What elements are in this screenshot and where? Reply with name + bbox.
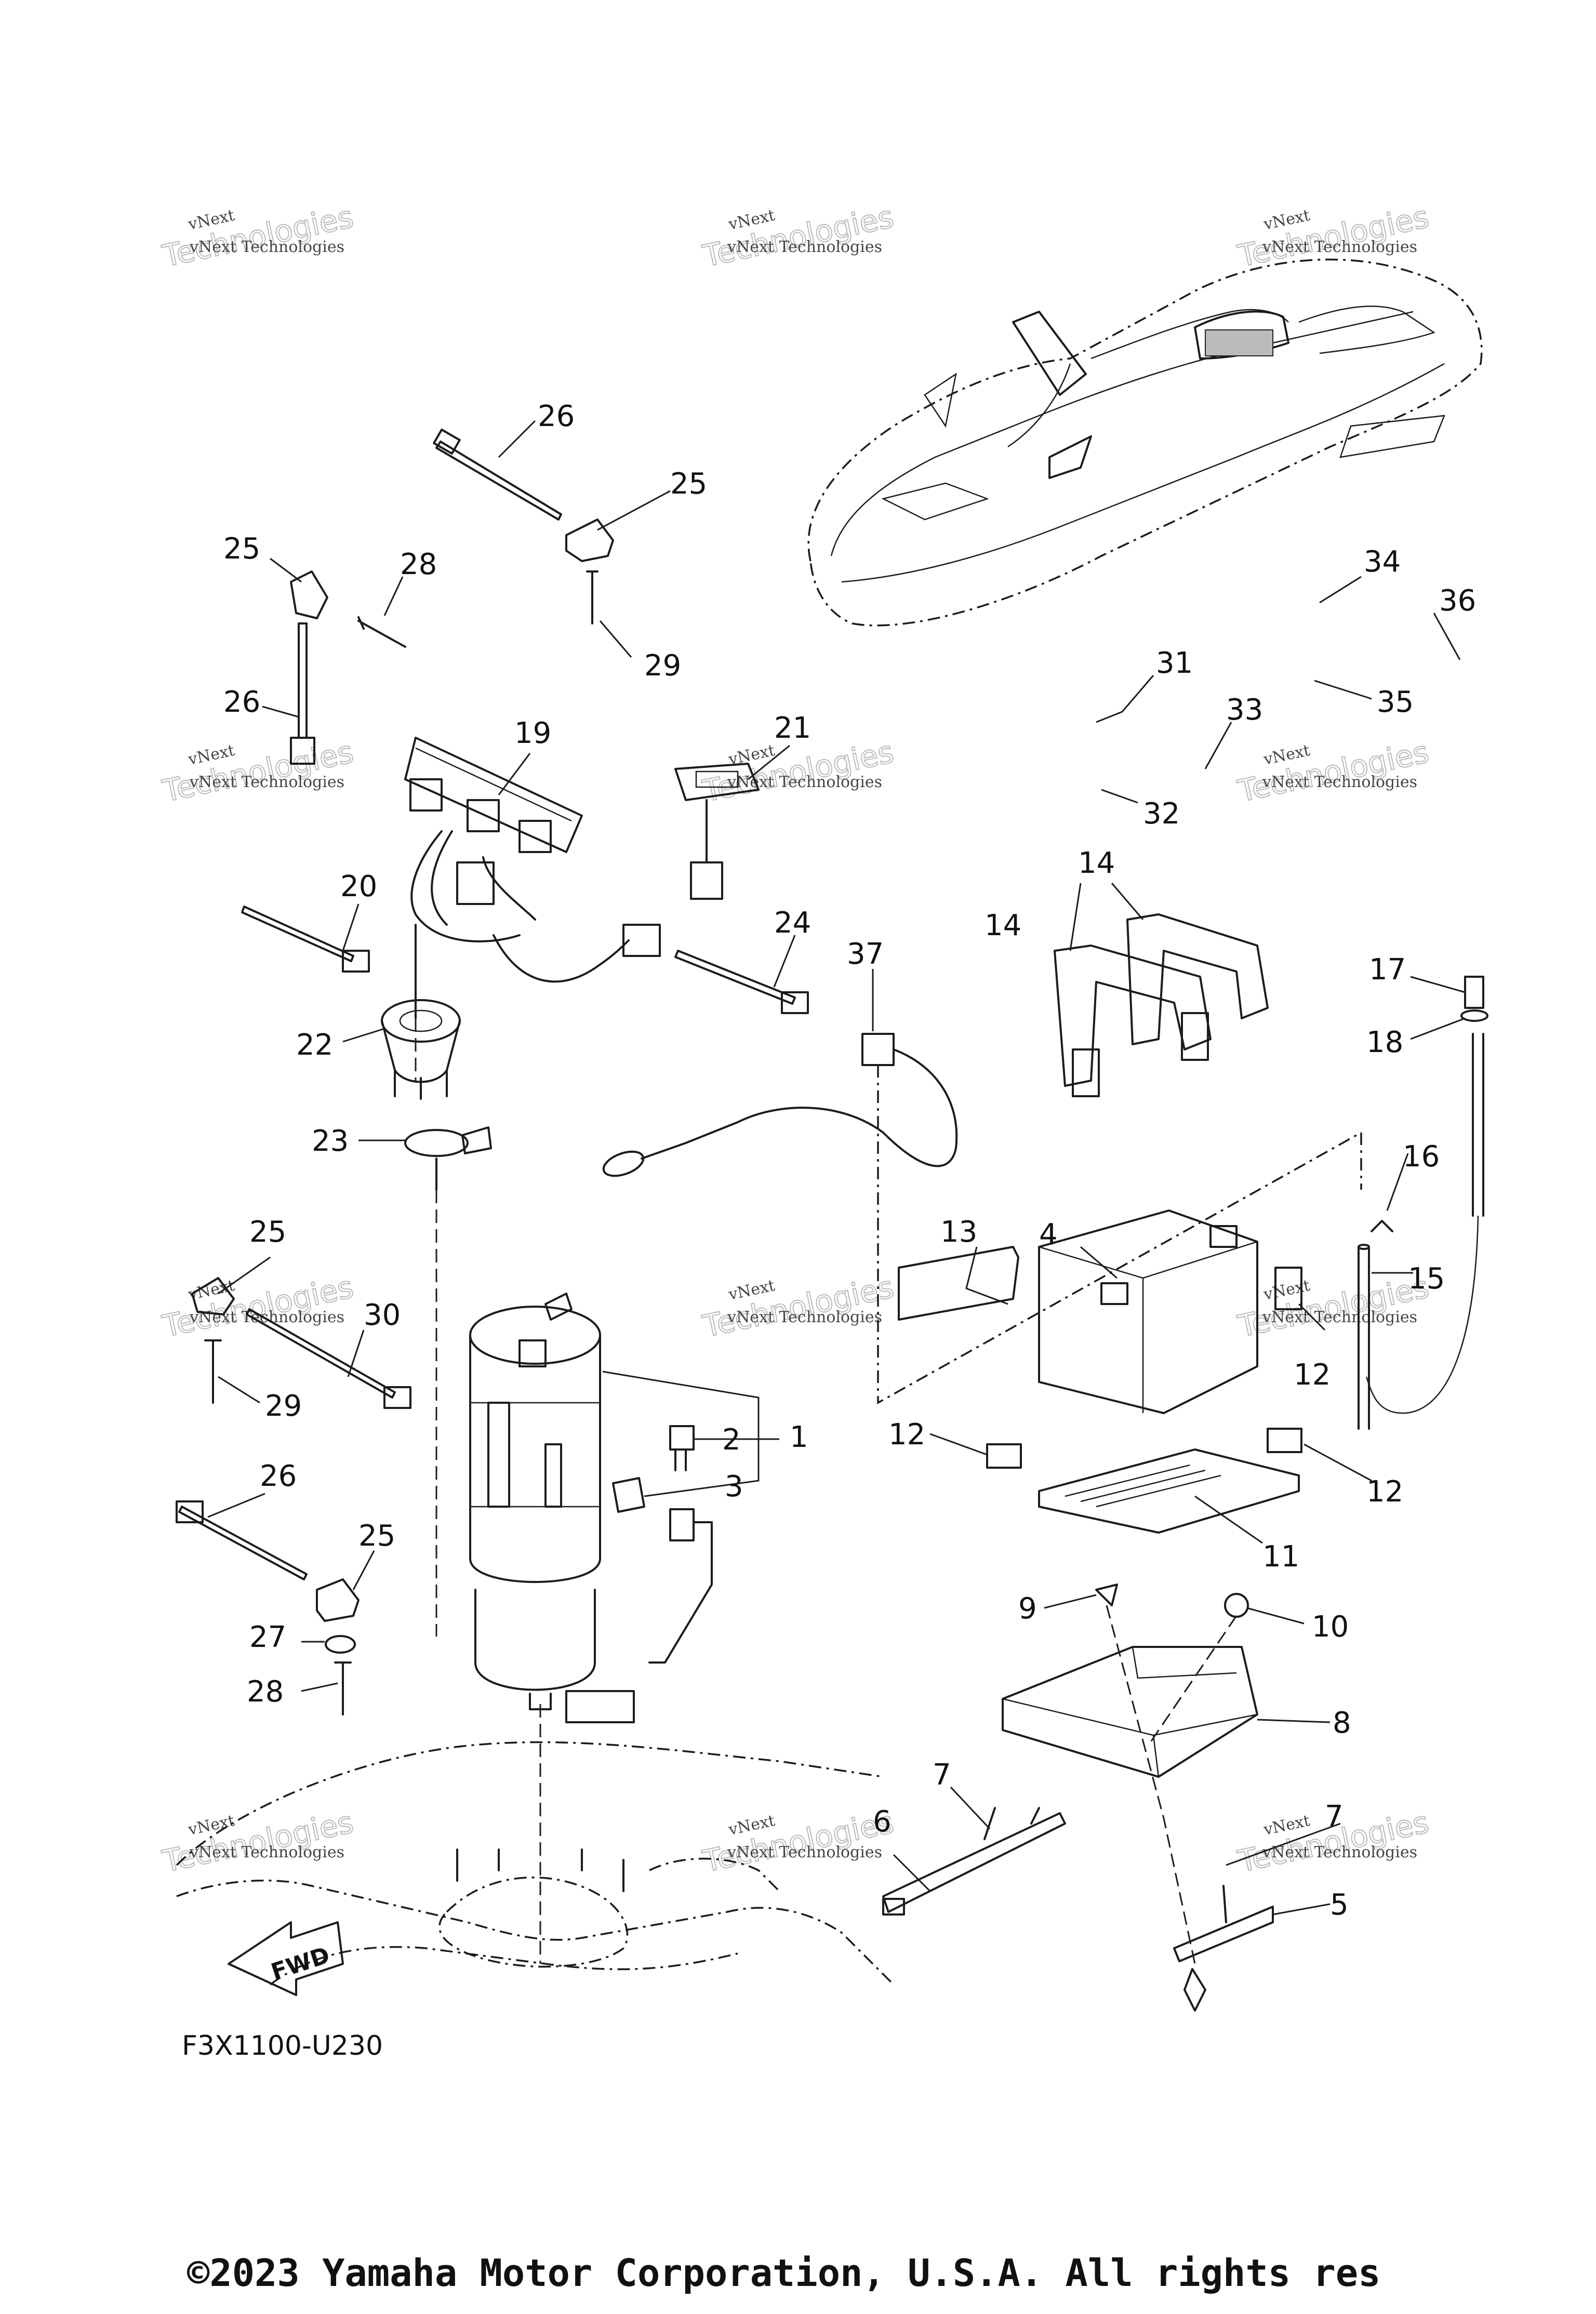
watermark-large: Technologies xyxy=(1235,1269,1432,1344)
forward-direction-arrow: FWD xyxy=(228,1921,344,1996)
watermark-text: vNext Technologies xyxy=(1262,238,1417,256)
callout-11: 11 xyxy=(1262,1540,1299,1574)
wire-harness-group xyxy=(241,737,809,1081)
watermark-large: Technologies xyxy=(700,1804,897,1879)
watermark-text: vNext Technologies xyxy=(1262,1308,1417,1326)
watermark-text: vNext Technologies xyxy=(727,1308,882,1326)
callout-28: 28 xyxy=(247,1675,284,1709)
watermark-text: vNext Technologies xyxy=(727,1843,882,1861)
callout-28: 28 xyxy=(400,548,437,581)
callout-33: 33 xyxy=(1226,693,1263,727)
callout-13: 13 xyxy=(940,1215,977,1249)
callout-23: 23 xyxy=(312,1124,349,1158)
callout-26: 26 xyxy=(223,685,260,719)
callout-32: 32 xyxy=(1143,797,1180,831)
callout-2: 2 xyxy=(722,1423,741,1457)
callout-22: 22 xyxy=(296,1028,333,1062)
watermark-text: vNext Technologies xyxy=(1262,1843,1417,1861)
callout-5: 5 xyxy=(1330,1888,1349,1922)
callout-35: 35 xyxy=(1377,685,1414,719)
callout-14: 14 xyxy=(1078,846,1115,880)
watermark-large: Technologies xyxy=(159,734,357,809)
callout-18: 18 xyxy=(1366,1026,1403,1059)
watermark-text: vNext Technologies xyxy=(189,1308,344,1326)
callout-29: 29 xyxy=(644,649,681,683)
callout-31: 31 xyxy=(1156,646,1193,680)
callout-6: 6 xyxy=(873,1805,892,1839)
watermark-text: vNext Technologies xyxy=(727,238,882,256)
hull-outline xyxy=(176,1704,895,1986)
leader-lines xyxy=(207,420,1466,1916)
callout-19: 19 xyxy=(514,716,551,750)
copyright-notice: ©2023 Yamaha Motor Corporation, U.S.A. A… xyxy=(187,2251,1380,2295)
watermark-large: Technologies xyxy=(1235,734,1432,809)
watermark-large: Technologies xyxy=(1235,199,1432,274)
callout-17: 17 xyxy=(1369,953,1406,987)
watercraft-illustration xyxy=(807,258,1483,627)
callout-numbers: 1 2 3 4 5 6 7 7 8 9 10 11 12 12 12 13 14… xyxy=(223,400,1476,1922)
callout-12: 12 xyxy=(1294,1358,1331,1392)
watermark-large: Technologies xyxy=(159,199,357,274)
callout-25: 25 xyxy=(249,1215,286,1249)
cable-tie-group-top xyxy=(290,429,614,765)
callout-12: 12 xyxy=(1366,1475,1403,1509)
watermark-text: vNext Technologies xyxy=(1262,773,1417,791)
diagram-code: F3X1100-U230 xyxy=(182,2030,383,2062)
watermark-text: vNext Technologies xyxy=(189,1843,344,1861)
callout-29: 29 xyxy=(265,1389,302,1423)
callout-9: 9 xyxy=(1018,1592,1037,1626)
callout-4: 4 xyxy=(1039,1218,1058,1252)
callout-34: 34 xyxy=(1364,545,1401,579)
callout-26: 26 xyxy=(538,400,575,433)
watermark-large: Technologies xyxy=(700,199,897,274)
sensor-cable-37 xyxy=(602,1033,1362,1404)
callout-20: 20 xyxy=(340,870,377,903)
callout-10: 10 xyxy=(1312,1610,1349,1644)
fuel-pump-assembly xyxy=(469,1293,779,1723)
watermark-large: Technologies xyxy=(159,1804,357,1879)
battery-assembly xyxy=(898,913,1488,1534)
callout-36: 36 xyxy=(1439,584,1476,618)
callout-14: 14 xyxy=(985,909,1021,942)
watermark-text: vNext Technologies xyxy=(727,773,882,791)
callout-7: 7 xyxy=(933,1758,951,1792)
callout-24: 24 xyxy=(774,906,811,940)
watermark-large: Technologies xyxy=(700,1269,897,1344)
callout-37: 37 xyxy=(847,937,884,971)
callout-7: 7 xyxy=(1325,1800,1344,1833)
callout-26: 26 xyxy=(260,1459,297,1493)
callout-15: 15 xyxy=(1408,1262,1445,1296)
callout-27: 27 xyxy=(249,1620,286,1654)
callout-12: 12 xyxy=(888,1418,925,1452)
callout-25: 25 xyxy=(358,1519,395,1553)
callout-1: 1 xyxy=(790,1420,808,1454)
callout-3: 3 xyxy=(725,1470,743,1504)
callout-21: 21 xyxy=(774,711,811,745)
battery-box-group xyxy=(882,1584,1274,2012)
fastener-group-left xyxy=(176,1277,411,1715)
callout-25: 25 xyxy=(670,467,707,501)
watermark-large: Technologies xyxy=(159,1269,357,1344)
callout-8: 8 xyxy=(1333,1706,1351,1740)
callout-16: 16 xyxy=(1403,1140,1440,1174)
callout-25: 25 xyxy=(223,532,260,566)
watermark-text: vNext Technologies xyxy=(189,238,344,256)
watermark-text: vNext Technologies xyxy=(189,773,344,791)
grommet-clamp-group xyxy=(381,999,492,1637)
callout-30: 30 xyxy=(364,1298,401,1332)
